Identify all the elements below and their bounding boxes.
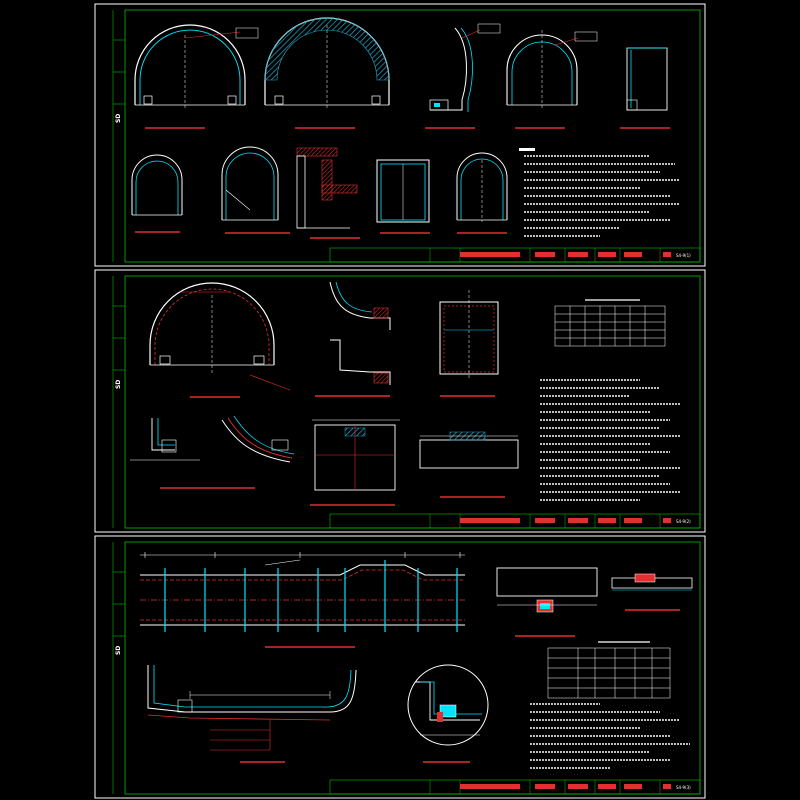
sheet-2-rect-section xyxy=(439,290,499,397)
sheet-1-row2-section-4 xyxy=(456,152,508,234)
sheet-3-material-table xyxy=(547,641,671,699)
sheet-2-lower-detail-1 xyxy=(130,418,255,489)
sheet-1-inner-frame xyxy=(124,9,701,263)
sheet-2-lower-detail-2 xyxy=(221,415,295,463)
sheet-1-side-strip: SD xyxy=(112,10,125,262)
sheet-3-title-block: S4-9(3) xyxy=(329,779,701,795)
sheet-1-title-block: S4-9(1) xyxy=(329,247,701,263)
sheet-1-row2-section-2 xyxy=(221,146,290,234)
sheet-2: SD S4-9(2) xyxy=(94,269,706,533)
sheet-3-circle-detail xyxy=(407,664,489,763)
sheet-1-small-arch xyxy=(506,30,598,129)
sheet-2-side-strip: SD xyxy=(112,276,125,528)
sheet-1-row2-section-3 xyxy=(376,159,430,234)
sheet-2-quantity-table xyxy=(554,299,666,347)
sheet-2-title-block: S4-9(2) xyxy=(329,513,701,529)
sheet-3-side-strip: SD xyxy=(112,542,125,794)
sheet-1-notes xyxy=(519,148,680,237)
sheet-1-right-detail xyxy=(620,47,670,129)
sheet-1-wall-detail xyxy=(425,23,501,129)
sheet-3-cross-detail-1 xyxy=(496,567,598,637)
sheet-3-notes xyxy=(530,703,690,769)
sheet-3: SD S4-9(3) xyxy=(94,535,706,799)
sheet-3-outer-frame xyxy=(94,535,706,799)
sheet-1-main-section-2 xyxy=(264,17,390,129)
sheet-3-cross-detail-2 xyxy=(611,573,693,611)
sheet-1-row2-section-1 xyxy=(131,154,183,233)
sheet-1-row2-detail xyxy=(296,147,360,239)
sheet-1-side-label: SD xyxy=(115,114,122,123)
sheet-1-main-section-1 xyxy=(134,24,259,129)
sheet-1-outer-frame xyxy=(94,3,706,267)
sheet-1-drawing-number: S4-9(1) xyxy=(676,253,691,258)
sheet-2-lower-detail-3 xyxy=(310,419,400,506)
sheet-3-plan-view xyxy=(140,552,465,648)
sheet-2-side-label: SD xyxy=(115,380,122,389)
sheet-2-main-section xyxy=(149,282,291,398)
sheet-2-drawing-number: S4-9(2) xyxy=(676,519,691,524)
sheet-3-side-label: SD xyxy=(115,646,122,655)
sheet-2-lower-detail-4 xyxy=(419,431,519,498)
sheet-2-notes xyxy=(540,379,680,501)
sheet-3-drawing-number: S4-9(3) xyxy=(676,785,691,790)
sheet-2-wall-profile xyxy=(315,281,391,397)
sheet-1: SD S4-9(1) xyxy=(94,3,706,267)
sheet-3-bottom-section xyxy=(147,665,357,763)
sheet-2-outer-frame xyxy=(94,269,706,533)
